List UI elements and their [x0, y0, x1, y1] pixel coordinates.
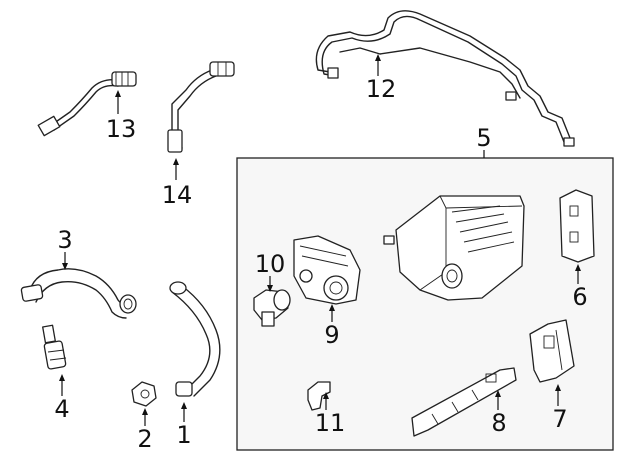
arrow-4 [59, 374, 65, 381]
part-14-oxygen-sensor[interactable] [167, 61, 235, 153]
callout-11: 11 [315, 409, 346, 437]
callout-6: 6 [572, 283, 587, 311]
callout-5: 5 [476, 124, 491, 152]
part-11-elbow[interactable] [307, 381, 331, 411]
callout-3: 3 [57, 226, 72, 254]
callout-2: 2 [137, 425, 152, 453]
arrow-7 [555, 384, 561, 391]
callout-12: 12 [366, 75, 397, 103]
part-8-rail[interactable] [411, 367, 517, 437]
part-6-bracket[interactable] [559, 189, 595, 263]
part-7-bracket[interactable] [529, 319, 575, 383]
arrow-14 [173, 158, 179, 165]
part-3-hose[interactable] [20, 268, 137, 319]
assembly-5-frame [236, 157, 614, 451]
arrow-9 [329, 304, 335, 311]
part-13-oxygen-sensor[interactable] [37, 71, 137, 137]
part-10-solenoid[interactable] [253, 289, 291, 327]
part-12-vapor-tube[interactable] [315, 10, 575, 147]
callout-4: 4 [54, 395, 69, 423]
arrow-8 [495, 390, 501, 397]
part-1-hose[interactable] [169, 281, 221, 397]
arrow-1 [181, 402, 187, 409]
part-2-fitting[interactable] [131, 381, 157, 407]
part-4-connector[interactable] [42, 324, 67, 370]
arrow-12 [375, 54, 381, 61]
callout-1: 1 [176, 421, 191, 449]
callout-14: 14 [162, 181, 193, 209]
arrow-3 [62, 263, 68, 270]
part-9-purge-valve[interactable] [293, 235, 361, 305]
arrow-11 [323, 392, 329, 399]
arrow-2 [142, 408, 148, 415]
callout-10: 10 [255, 250, 286, 278]
callout-13: 13 [106, 115, 137, 143]
arrow-13 [115, 90, 121, 97]
callout-8: 8 [491, 409, 506, 437]
callout-7: 7 [552, 405, 567, 433]
callout-9: 9 [324, 321, 339, 349]
arrow-10 [267, 285, 273, 292]
arrow-6 [575, 264, 581, 271]
part-5-canister[interactable] [383, 195, 525, 301]
